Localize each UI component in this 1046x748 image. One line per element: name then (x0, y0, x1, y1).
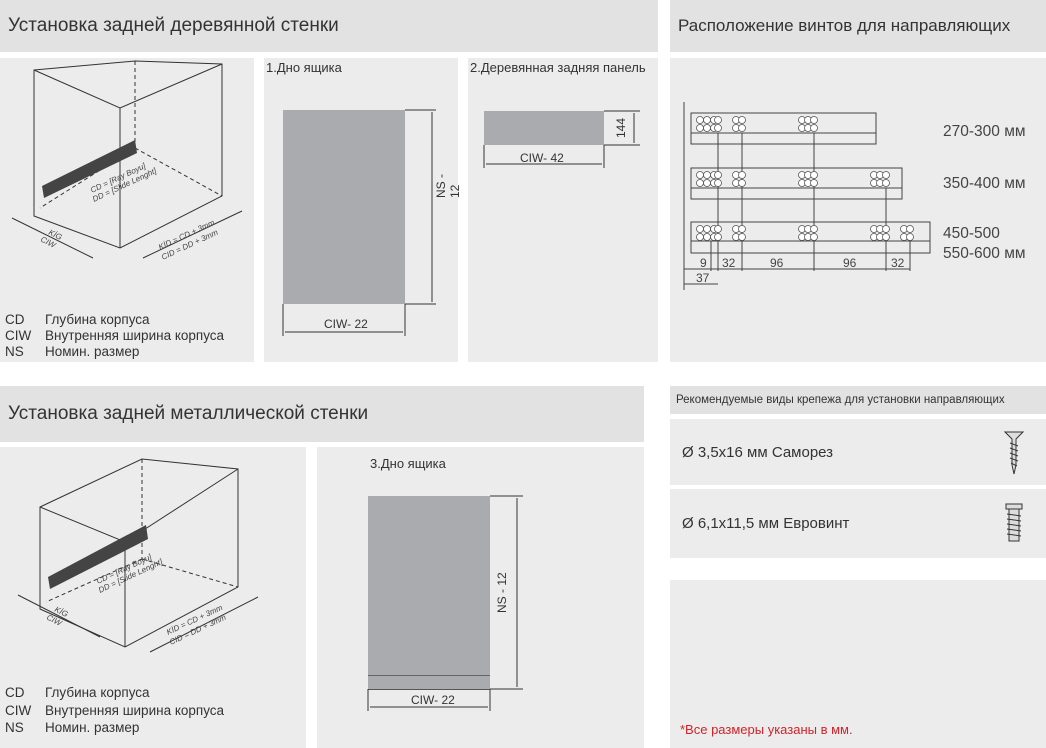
self-tapping-screw-icon (1003, 431, 1025, 475)
size-label: 550-600 мм (943, 245, 1026, 262)
legend: CD Глубина корпуса CIW Внутренняя ширина к… (5, 312, 224, 360)
metal-bottom-panel: 3.Дно ящика NS - 12 CIW- 22 (317, 447, 644, 748)
fastener-label: Ø 3,5x16 мм Саморез (682, 443, 834, 461)
wood-bottom-caption: 1.Дно ящика (266, 60, 342, 75)
euro-screw-icon (1005, 503, 1023, 542)
legend-text: Номин. размер (45, 720, 140, 735)
legend-key: CIW (5, 328, 32, 343)
bottom-board (368, 496, 490, 690)
dimension-lines (367, 495, 523, 711)
dim-96: 96 (770, 256, 784, 270)
dimension-lines (483, 110, 640, 168)
bottom-width-dim: CIW- 22 (324, 317, 368, 331)
legend-text: Номин. размер (45, 344, 140, 359)
dim-32: 32 (891, 256, 905, 270)
legend-text: Глубина корпуса (45, 685, 150, 700)
fastener-row: Ø 6,1x11,5 мм Евровинт (670, 489, 1046, 558)
dim-37: 37 (696, 271, 710, 285)
legend: CD Глубина корпуса CIW Внутренняя ширина к… (5, 684, 224, 737)
back-width-dim: CIW- 42 (520, 151, 564, 165)
back-height-dim: 144 (614, 117, 628, 138)
dim-32: 32 (722, 256, 736, 270)
note-panel (670, 580, 1046, 748)
dim-9: 9 (700, 256, 707, 270)
legend-key: NS (5, 720, 24, 735)
dimensions-note: *Все размеры указаны в мм. (680, 722, 853, 737)
size-label: 350-400 мм (943, 175, 1026, 192)
slides-drawing: 9 32 96 96 32 37 (683, 102, 931, 290)
legend-text: Внутренняя ширина корпуса (45, 328, 225, 343)
bottom-height-dim: NS - 12 (434, 174, 462, 198)
wood-bottom-panel: 1.Дно ящика NS - 12 CIW- 22 (264, 58, 462, 362)
dimension-lines (282, 109, 436, 336)
back-board (484, 111, 604, 145)
legend-key: NS (5, 344, 24, 359)
legend-key: CIW (5, 702, 32, 718)
bottom-board (283, 110, 405, 304)
legend-key: CD (5, 685, 25, 700)
screws-section-title: Расположение винтов для направляющих (670, 0, 1046, 52)
screw-positions-diagram: 9 32 96 96 32 37 270-300 мм 350-400 мм 4… (670, 58, 1046, 362)
back-panel-caption: 2.Деревянная задняя панель (470, 60, 646, 75)
wood-section-title: Установка задней деревянной стенки (0, 0, 658, 52)
board-edge-line (368, 675, 490, 676)
bottom-width-dim: CIW- 22 (411, 693, 455, 707)
cabinet-drawing: CD = [Ray Boyu] DD = [Slide Lenght] KİG … (11, 60, 243, 262)
wood-back-panel: 2.Деревянная задняя панель 144 CIW- 42 (468, 58, 658, 362)
bottom-height-dim: NS - 12 (495, 572, 509, 613)
metal-bottom-caption: 3.Дно ящика (370, 456, 446, 471)
cabinet-diagram-wood: CD = [Ray Boyu] DD = [Slide Lenght] KİG … (0, 58, 254, 362)
legend-text: Внутренняя ширина корпуса (45, 702, 225, 718)
dim-96: 96 (843, 256, 857, 270)
size-label: 450-500 (943, 225, 1000, 242)
size-label: 270-300 мм (943, 123, 1026, 140)
cabinet-drawing: CD = [Ray Boyu] DD = [Slide Lenght] KİG … (17, 458, 259, 653)
legend-text: Глубина корпуса (45, 312, 150, 327)
fasteners-title: Рекомендуемые виды крепежа для установки… (670, 386, 1046, 414)
metal-section-title: Установка задней металлической стенки (0, 386, 644, 442)
legend-key: CD (5, 312, 25, 327)
fastener-label: Ø 6,1x11,5 мм Евровинт (682, 515, 850, 532)
cabinet-diagram-metal: CD = [Ray Boyu] DD = [Slide Lenght] KİG … (0, 447, 306, 748)
fastener-row: Ø 3,5x16 мм Саморез (670, 419, 1046, 485)
